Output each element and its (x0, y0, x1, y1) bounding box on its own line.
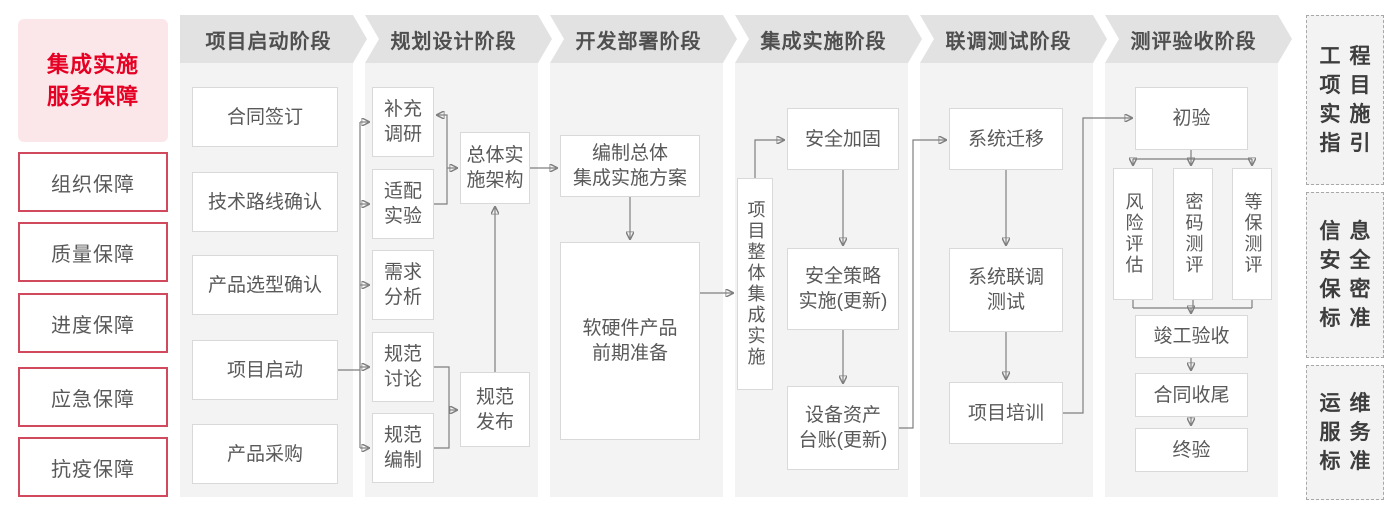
phase-header-joint-testing: 联调测试阶段 (920, 15, 1107, 63)
standard-security-confidentiality: 信息 安全 保密 标准 (1306, 192, 1384, 358)
phase-header-planning-design: 规划设计阶段 (365, 15, 552, 63)
node-project-training: 项目培训 (949, 382, 1063, 444)
node-cryptography-evaluation: 密码测评 (1173, 168, 1213, 300)
phase-header-evaluation-acceptance: 测评验收阶段 (1105, 15, 1292, 63)
guarantee-quality: 质量保障 (18, 222, 168, 282)
standard-om-service: 运维 服务 标准 (1306, 365, 1384, 500)
node-requirement-analysis: 需求分析 (372, 250, 434, 320)
node-product-selection-confirm: 产品选型确认 (192, 255, 338, 315)
node-overall-integration-plan: 编制总体集成实施方案 (560, 135, 700, 197)
node-spec-compilation: 规范编制 (372, 413, 434, 483)
node-project-kickoff: 项目启动 (192, 340, 338, 400)
node-supplementary-research: 补充调研 (372, 87, 434, 157)
node-system-migration: 系统迁移 (949, 108, 1063, 170)
diagram-title: 集成实施 服务保障 (18, 19, 168, 142)
node-initial-acceptance: 初验 (1135, 87, 1248, 150)
guarantee-anti-epidemic: 抗疫保障 (18, 437, 168, 497)
node-final-acceptance: 终验 (1135, 428, 1248, 472)
node-graded-protection-evaluation: 等保测评 (1232, 168, 1272, 300)
node-risk-assessment: 风险评估 (1113, 168, 1153, 300)
node-system-joint-testing: 系统联调测试 (949, 248, 1063, 332)
node-spec-discussion: 规范讨论 (372, 332, 434, 402)
node-adaptation-test: 适配实验 (372, 169, 434, 239)
node-equipment-asset-ledger: 设备资产台账(更新) (787, 386, 899, 470)
node-hw-sw-preparation: 软硬件产品前期准备 (560, 242, 700, 440)
guarantee-organization: 组织保障 (18, 152, 168, 212)
diagram-title-line2: 服务保障 (46, 83, 139, 109)
node-contract-signing: 合同签订 (192, 87, 338, 147)
node-security-policy-implementation: 安全策略实施(更新) (787, 248, 899, 330)
node-security-hardening: 安全加固 (787, 108, 899, 170)
phase-header-dev-deployment: 开发部署阶段 (550, 15, 737, 63)
node-contract-closure: 合同收尾 (1135, 373, 1248, 417)
node-spec-release: 规范发布 (460, 372, 530, 447)
node-overall-project-integration: 项目整体集成实施 (737, 178, 773, 390)
phase-header-project-kickoff: 项目启动阶段 (180, 15, 367, 63)
guarantee-emergency: 应急保障 (18, 367, 168, 427)
node-product-procurement: 产品采购 (192, 424, 338, 484)
phase-header-integration: 集成实施阶段 (735, 15, 922, 63)
diagram-title-line1: 集成实施 (46, 51, 139, 77)
node-tech-route-confirm: 技术路线确认 (192, 172, 338, 232)
guarantee-schedule: 进度保障 (18, 293, 168, 353)
standard-project-implementation-guide: 工程 项目 实施 指引 (1306, 15, 1384, 185)
node-overall-implementation-architecture: 总体实施架构 (460, 132, 530, 204)
node-completion-acceptance: 竣工验收 (1135, 315, 1248, 358)
